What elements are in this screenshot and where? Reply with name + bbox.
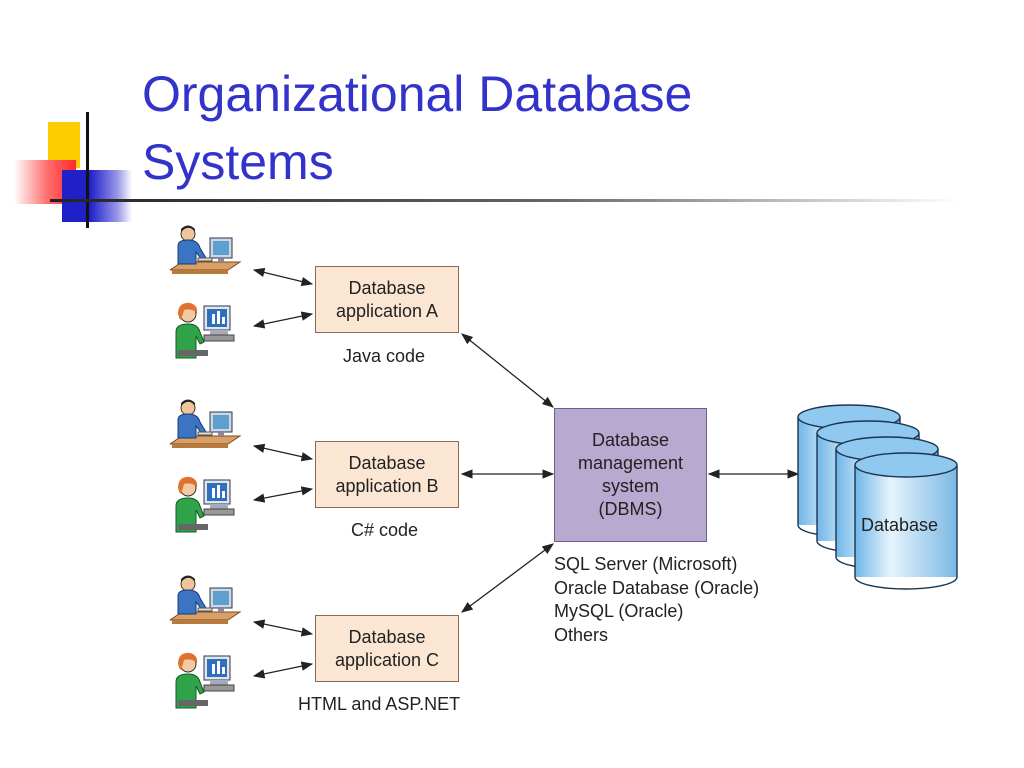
cylinder-4 [854, 452, 958, 590]
app-box-a: Database application A [315, 266, 459, 333]
app-a-line1: Database [348, 277, 426, 298]
vendor-item: SQL Server (Microsoft) [554, 554, 738, 574]
vendor-item: MySQL (Oracle) [554, 601, 684, 621]
slide-title: Organizational Database Systems [142, 60, 692, 196]
man-at-computer-icon [170, 225, 242, 274]
title-line-2: Systems [142, 134, 334, 190]
deco-blue-square [62, 170, 132, 222]
title-line-1: Organizational Database [142, 66, 693, 122]
woman-at-computer-icon [175, 476, 235, 533]
vendor-item: Oracle Database (Oracle) [554, 577, 760, 598]
dbms-line1: Database [591, 430, 670, 450]
title-underline [50, 199, 960, 202]
deco-vertical-line [86, 112, 89, 228]
vendor-item: Others [554, 624, 609, 645]
woman-at-computer-icon [175, 302, 235, 359]
arrow-appC-dbms [461, 543, 554, 613]
app-box-b: Database application B [315, 441, 459, 508]
arrow-user2-appA [252, 311, 314, 329]
arrow-user1-appA [252, 267, 314, 287]
man-at-computer-icon [170, 575, 242, 624]
app-box-c: Database application C [315, 615, 459, 682]
app-a-line2: application A [335, 300, 439, 321]
database-label: Database [861, 515, 939, 535]
dbms-vendor-list: SQL Server (Microsoft) Oracle Database (… [554, 553, 759, 647]
dbms-line2: management [577, 453, 684, 473]
app-a-code-label: Java code [343, 346, 426, 366]
app-b-line1: Database [348, 452, 426, 473]
woman-at-computer-icon [175, 652, 235, 709]
arrow-user5-appC [252, 619, 314, 637]
dbms-line3: system [601, 476, 659, 496]
arrow-user4-appB [252, 486, 314, 503]
arrow-user6-appC [252, 661, 314, 679]
arrow-appA-dbms [461, 333, 554, 408]
app-b-line2: application B [335, 475, 439, 496]
man-at-computer-icon [170, 399, 242, 448]
dbms-box: Database management system (DBMS) [554, 408, 707, 542]
dbms-line4: (DBMS) [598, 499, 663, 519]
arrow-user3-appB [252, 443, 314, 462]
app-c-line1: Database [348, 626, 426, 647]
app-c-line2: application C [334, 649, 440, 670]
app-b-code-label: C# code [351, 520, 419, 540]
app-c-code-label: HTML and ASP.NET [298, 694, 461, 714]
